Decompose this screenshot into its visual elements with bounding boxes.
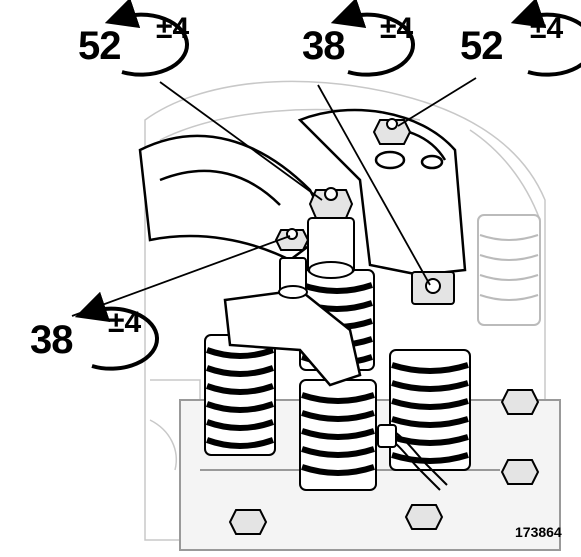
leader-line-52-left [159, 81, 323, 201]
valve-spring-right [389, 349, 471, 471]
torque-value-52-right: 52 [460, 24, 503, 68]
torque-tolerance-52-left: ±4 [156, 12, 190, 45]
valve-spring-left [204, 334, 276, 456]
torque-rotation-arrow-icon [330, 0, 415, 77]
rocker-arm-right [297, 108, 467, 277]
wire-harness [377, 424, 448, 491]
torque-arrow-38-top [330, 0, 415, 77]
bolt-right-lower [411, 271, 455, 305]
torque-value-38-top: 38 [302, 24, 345, 68]
figure-reference-number: 173864 [515, 524, 562, 540]
torque-arrow-38-left [74, 291, 159, 371]
leader-line-38-top [317, 84, 431, 286]
torque-value-38-left: 38 [30, 318, 73, 362]
adjuster-post-center [307, 217, 355, 279]
torque-tolerance-38-top: ±4 [380, 12, 414, 45]
valve-spring-center-lower [299, 379, 377, 491]
leader-line-52-right [397, 77, 477, 127]
bolt-right-top [372, 118, 412, 145]
valve-spring-background-right [477, 214, 541, 326]
torque-rotation-arrow-icon [510, 0, 581, 77]
adjuster-post-left [278, 257, 308, 299]
head-bolts [228, 389, 540, 535]
torque-tolerance-52-right: ±4 [530, 12, 564, 45]
torque-rotation-arrow-icon [74, 291, 159, 371]
torque-tolerance-38-left: ±4 [108, 306, 142, 339]
torque-arrow-52-left [104, 0, 189, 77]
torque-value-52-left: 52 [78, 24, 121, 68]
bolt-left-stud [274, 228, 310, 251]
bolt-center-top [308, 187, 354, 219]
torque-arrow-52-right [510, 0, 581, 77]
torque-rotation-arrow-icon [104, 0, 189, 77]
rocker-arm-left [138, 134, 362, 387]
